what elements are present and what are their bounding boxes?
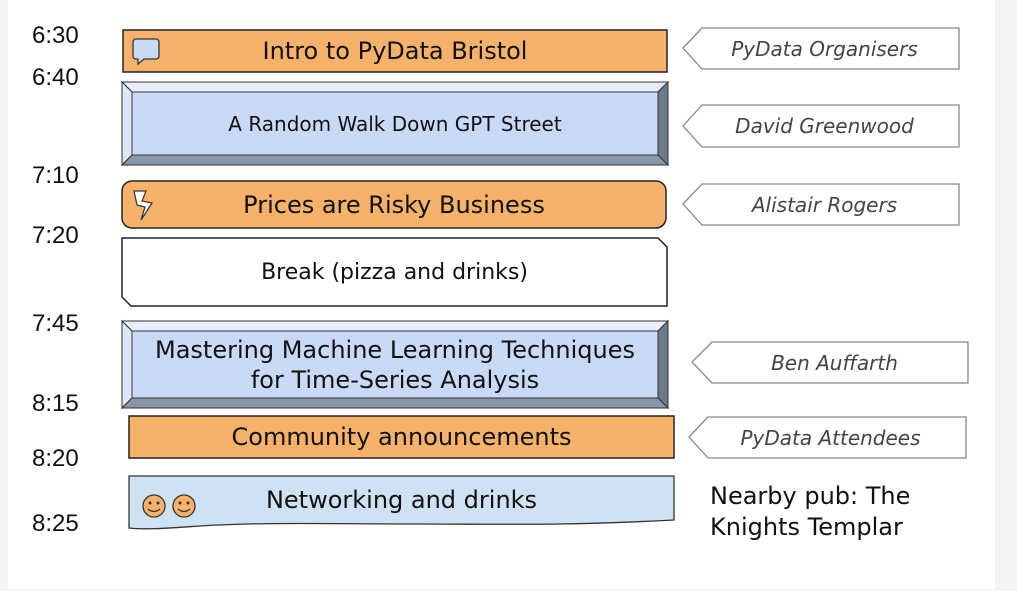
session-title: Mastering Machine Learning Techniques fo… — [132, 331, 658, 398]
time-label: 8:20 — [32, 445, 79, 472]
session-title-line: for Time-Series Analysis — [250, 365, 540, 394]
time-label: 8:25 — [32, 510, 79, 537]
session-title: Prices are Risky Business — [243, 190, 545, 219]
session-title-line: Mastering Machine Learning Techniques — [155, 335, 635, 364]
session-title: Networking and drinks — [265, 486, 538, 514]
session-prices-box — [121, 180, 667, 229]
pub-note: Nearby pub: The Knights Templar — [710, 481, 1000, 543]
time-label: 6:30 — [32, 22, 79, 49]
speaker-name: Alistair Rogers — [751, 192, 898, 217]
session-title: Community announcements — [231, 423, 572, 451]
pub-note-line: Knights Templar — [710, 513, 903, 541]
session-mastering-box — [120, 319, 670, 410]
speaker-name: PyData Organisers — [731, 36, 918, 61]
speaker-name: Ben Auffarth — [771, 350, 898, 375]
session-intro-box — [122, 29, 668, 73]
time-label: 8:15 — [32, 390, 79, 417]
speaker-tag-shape — [682, 104, 960, 148]
time-label: 7:45 — [32, 310, 79, 337]
session-networking-box — [128, 475, 675, 530]
speaker-tag-shape — [682, 27, 960, 70]
speaker-tag-shape — [682, 183, 960, 226]
session-gpt-box — [120, 80, 670, 167]
session-community-box — [128, 415, 675, 459]
speaker-tag-shape — [688, 416, 967, 459]
session-break-box — [121, 237, 668, 307]
speaker-tag-shape — [691, 341, 969, 384]
session-title: Intro to PyData Bristol — [262, 37, 528, 65]
session-title: A Random Walk Down GPT Street — [228, 111, 562, 136]
speaker-name: PyData Attendees — [740, 425, 921, 450]
speech-bubble-icon — [132, 38, 160, 66]
session-title: Break (pizza and drinks) — [261, 259, 528, 285]
time-label: 7:20 — [32, 222, 79, 249]
speaker-name: David Greenwood — [735, 114, 914, 138]
pub-note-line: Nearby pub: The — [710, 482, 911, 510]
lightning-icon — [133, 190, 153, 221]
time-label: 7:10 — [32, 162, 79, 189]
time-label: 6:40 — [32, 64, 79, 91]
smiley-faces-icon — [142, 494, 196, 518]
